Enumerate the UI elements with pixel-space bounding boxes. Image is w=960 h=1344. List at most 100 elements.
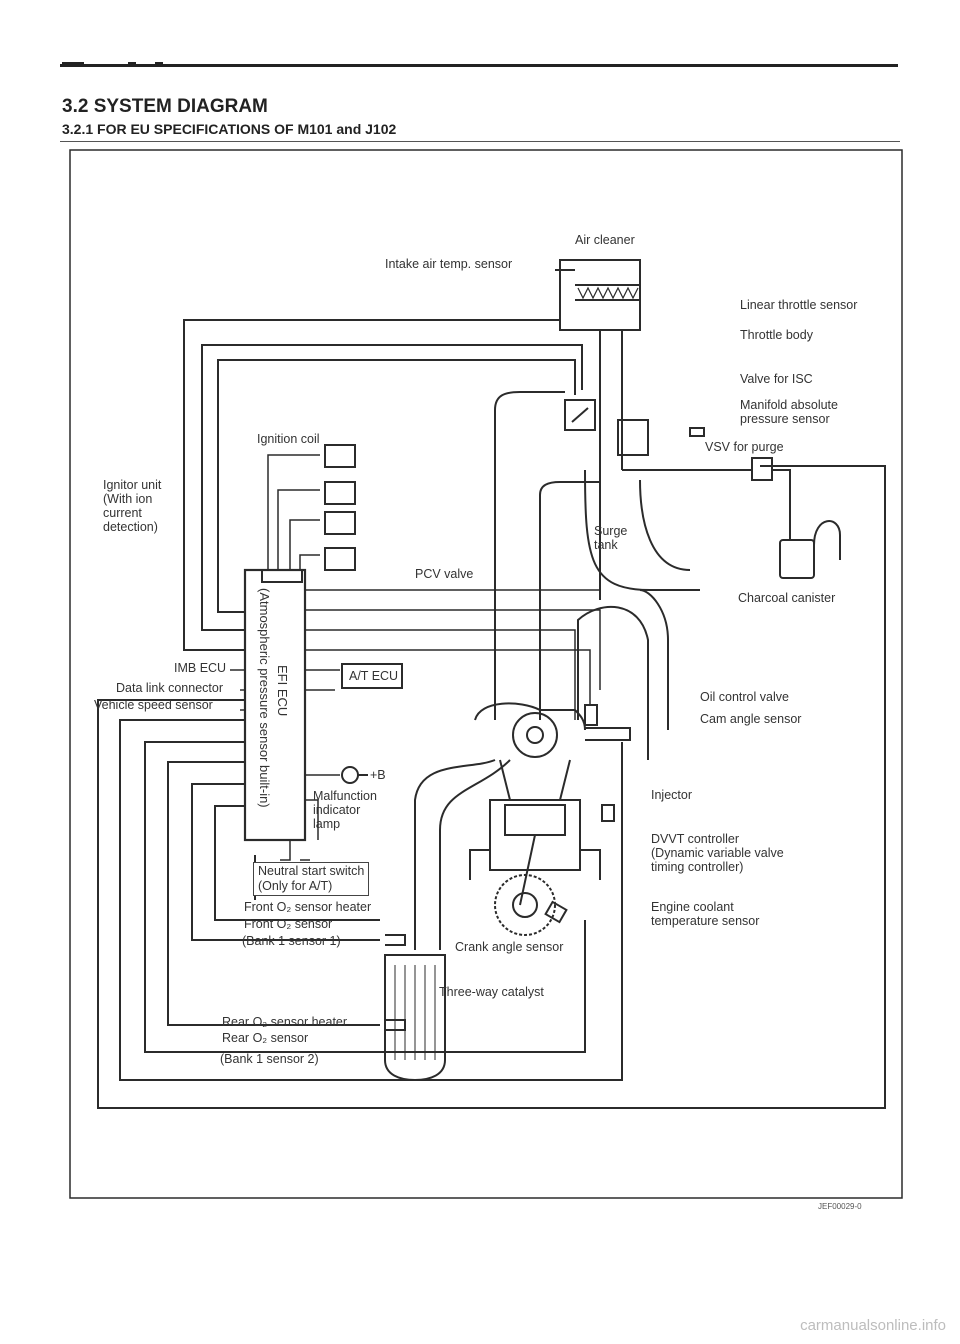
top-rule xyxy=(60,64,898,67)
three-way-catalyst xyxy=(384,954,446,1082)
dash xyxy=(155,62,163,65)
intake-duct xyxy=(599,330,623,600)
coolant-temp-sensor xyxy=(601,804,615,822)
wire-upper-3 xyxy=(217,359,576,613)
charcoal-canister xyxy=(779,539,815,579)
crank-angle-sensor xyxy=(544,900,568,924)
vacuum-line xyxy=(494,391,565,720)
label-three-way-catalyst: Three-way catalyst xyxy=(439,985,544,999)
label-efi-ecu: EFI ECU xyxy=(275,665,290,717)
heading-rule xyxy=(60,141,900,142)
label-intake-air-temp-sensor: Intake air temp. sensor xyxy=(385,257,513,271)
wire-loop-3 xyxy=(144,741,586,1053)
coil-wires xyxy=(267,454,320,570)
wire-loop-4 xyxy=(167,761,380,1026)
ignition-coil-4 xyxy=(324,547,356,571)
wire-loop-5 xyxy=(191,783,380,941)
crankcase xyxy=(469,849,601,880)
ignition-coil-3 xyxy=(324,511,356,535)
mil-lamp xyxy=(341,766,359,784)
surge-tank-right xyxy=(639,479,691,571)
label-rear-o2-sensor: Rear O₂ sensor xyxy=(222,1031,309,1045)
camshaft xyxy=(585,727,631,741)
label-surge-tank: Surge tank xyxy=(594,524,628,552)
subsection-title: 3.2.1 FOR EU SPECIFICATIONS OF M101 and … xyxy=(62,121,397,137)
air-cleaner-body xyxy=(559,259,641,331)
label-air-cleaner: Air cleaner xyxy=(575,233,635,247)
label-ignitor-unit: Ignitor unit (With ion current detection… xyxy=(103,478,162,534)
surge-tank-left xyxy=(584,469,700,591)
label-vehicle-speed-sensor: Vehicle speed sensor xyxy=(94,698,213,712)
catalyst-core xyxy=(394,965,436,1060)
outer-frame xyxy=(69,149,903,1199)
section-title: 3.2 SYSTEM DIAGRAM xyxy=(62,96,268,117)
label-oil-control-valve: Oil control valve xyxy=(700,690,789,704)
isc-valve xyxy=(617,419,649,456)
wire-loop-2 xyxy=(119,719,623,1081)
front-o2-sensor xyxy=(385,934,406,946)
label-neutral-start-switch: Neutral start switch (Only for A/T) xyxy=(253,862,370,896)
ignition-coil-1 xyxy=(324,444,356,468)
at-ecu-box xyxy=(341,663,403,689)
label-data-link-connector: Data link connector xyxy=(116,681,224,695)
wire-loop-6 xyxy=(214,805,380,921)
label-rear-o2-sensor-heater: Rear O₂ sensor heater xyxy=(222,1015,348,1029)
doc-code: JEF00029-0 xyxy=(818,1202,862,1211)
crank-gear xyxy=(494,874,556,936)
label-valve-for-isc: Valve for ISC xyxy=(740,372,813,386)
label-manifold-absolute-pressure-sensor: Manifold absolute pressure sensor xyxy=(740,398,838,426)
valves xyxy=(499,759,571,801)
label-injector: Injector xyxy=(651,788,692,802)
ignitor-block xyxy=(261,569,303,583)
wire-upper-2 xyxy=(201,344,583,631)
input-wires xyxy=(230,669,245,711)
label-bank1-sensor2: (Bank 1 sensor 2) xyxy=(220,1052,319,1066)
vsv-purge xyxy=(751,457,773,481)
label-throttle-body: Throttle body xyxy=(740,328,813,342)
label-pcv-valve: PCV valve xyxy=(415,567,474,581)
wire-upper-1 xyxy=(183,319,560,651)
wire-loop-1 xyxy=(97,465,886,1109)
piston xyxy=(504,804,566,836)
label-front-o2-sensor: Front O₂ sensor xyxy=(244,917,333,931)
label-vsv-for-purge: VSV for purge xyxy=(705,440,784,454)
label-ignition-coil: Ignition coil xyxy=(257,432,320,446)
label-imb-ecu: IMB ECU xyxy=(174,661,227,675)
label-malfunction-indicator-lamp: Malfunction indicator lamp xyxy=(313,789,377,831)
label-bank1-sensor1: (Bank 1 sensor 1) xyxy=(242,934,341,948)
label-crank-angle-sensor: Crank angle sensor xyxy=(455,940,564,954)
label-front-o2-sensor-heater: Front O₂ sensor heater xyxy=(244,900,372,914)
rear-o2-sensor xyxy=(385,1019,406,1031)
label-linear-throttle-sensor: Linear throttle sensor xyxy=(740,298,858,312)
exhaust-pipe-outer xyxy=(414,759,496,950)
footer-watermark: carmanualsonline.info xyxy=(800,1317,946,1334)
label-plus-b: +B xyxy=(370,768,386,782)
label-cam-angle-sensor: Cam angle sensor xyxy=(700,712,802,726)
ignition-coil-2 xyxy=(324,481,356,505)
label-efi-ecu-note: (Atmospheric pressure sensor built-in) xyxy=(257,588,272,808)
oil-control-valve xyxy=(584,704,598,726)
cylinder xyxy=(489,799,581,871)
filter-element xyxy=(577,286,639,300)
label-at-ecu: A/T ECU xyxy=(349,669,399,683)
label-charcoal-canister: Charcoal canister xyxy=(738,591,836,605)
linear-throttle-sensor xyxy=(564,399,596,431)
intake-runner xyxy=(639,589,669,730)
map-sensor xyxy=(689,427,705,437)
label-engine-coolant-temperature-sensor: Engine coolant temperature sensor xyxy=(651,900,760,928)
purge-line xyxy=(622,469,791,540)
cam-hub xyxy=(526,726,544,744)
cam-sprocket xyxy=(512,712,558,758)
label-dvvt-controller: DVVT controller (Dynamic variable valve … xyxy=(651,832,784,874)
dash xyxy=(62,62,84,65)
cam-cover xyxy=(474,702,586,731)
ecu-output-wires xyxy=(305,589,601,840)
canister-vent xyxy=(813,520,841,560)
exhaust-pipe-inner xyxy=(439,759,511,950)
canister-purge-to-engine xyxy=(577,606,649,760)
sensor-needle xyxy=(571,407,589,423)
air-filter xyxy=(575,284,640,301)
crankshaft xyxy=(512,892,538,918)
pcv-line xyxy=(539,481,600,720)
